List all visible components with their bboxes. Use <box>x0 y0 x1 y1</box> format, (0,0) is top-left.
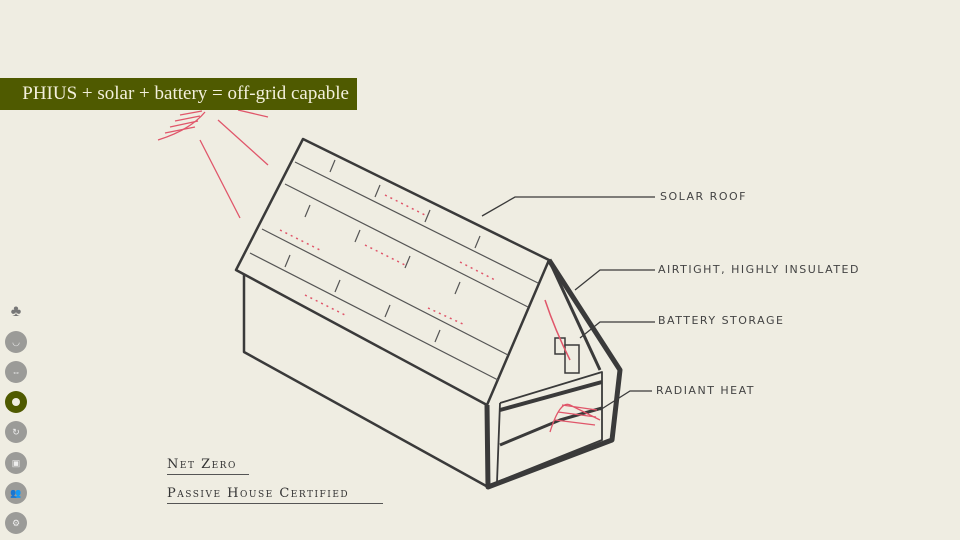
side-wall <box>242 275 489 489</box>
nav-image-icon[interactable]: ▣ <box>5 452 27 474</box>
slide-title-banner: PHIUS + solar + battery = off-grid capab… <box>0 78 357 110</box>
nav-refresh-icon[interactable]: ↻ <box>5 421 27 443</box>
label-solar-roof: Solar roof <box>660 190 747 203</box>
leader-lines <box>481 196 655 411</box>
gable-wall <box>484 258 623 490</box>
radiant-heat <box>549 403 601 433</box>
nav-tree-icon[interactable]: ♣ <box>10 303 22 320</box>
label-airtight: Airtight, highly insulated <box>658 263 860 276</box>
nav-smile-icon[interactable]: ◡ <box>5 331 27 353</box>
sun-rays <box>157 109 269 219</box>
nav-arrows-icon[interactable]: ⇔ <box>5 361 27 383</box>
net-zero-label: Net Zero <box>167 457 249 475</box>
roof <box>234 137 551 407</box>
label-radiant-heat: Radiant heat <box>656 384 756 397</box>
battery-unit <box>544 299 580 374</box>
label-battery-storage: Battery storage <box>658 314 785 327</box>
nav-gear-icon[interactable]: ⚙ <box>5 512 27 534</box>
nav-circle-icon[interactable] <box>5 391 27 413</box>
active-dot <box>12 398 20 406</box>
nav-people-icon[interactable]: 👥 <box>5 482 27 504</box>
passive-house-label: Passive House Certified <box>167 486 383 504</box>
